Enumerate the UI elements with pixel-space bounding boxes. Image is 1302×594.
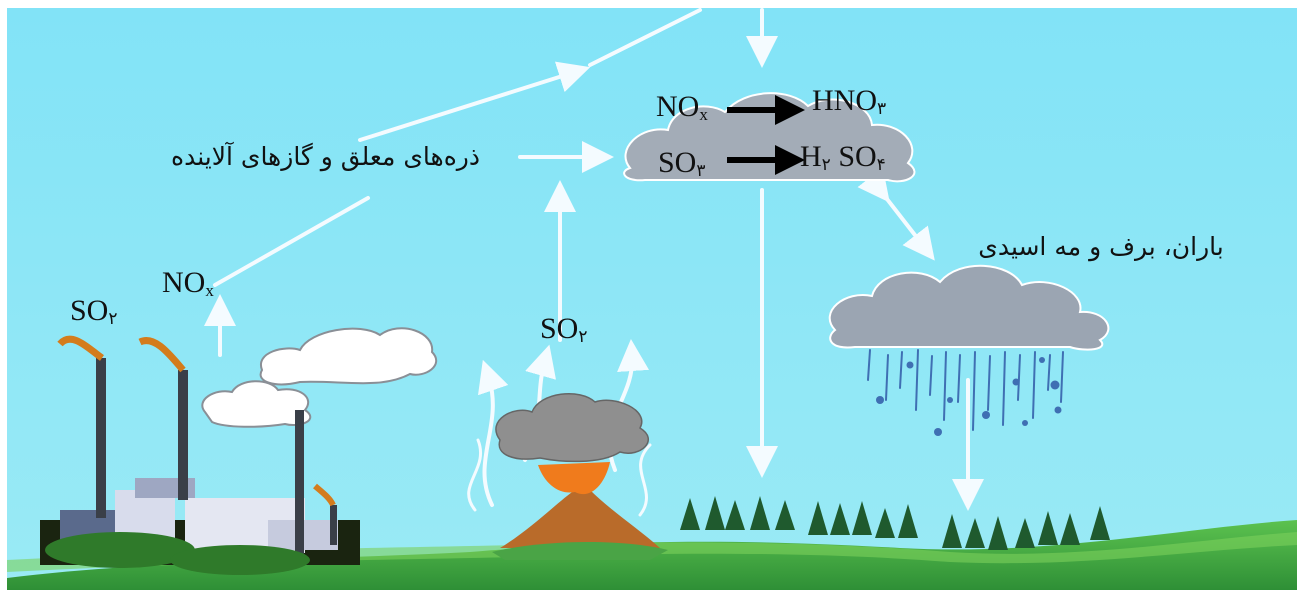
volcano-so2-label: SO۲ [540, 312, 588, 346]
cloud-so3-label: SO۳ [658, 146, 706, 180]
snowflakes [876, 357, 1062, 436]
steam-arrow-left [477, 359, 509, 507]
diagonal-arrow-upper [358, 61, 591, 142]
reaction-arrows [727, 95, 805, 175]
reaction-cloud [623, 92, 916, 183]
acid-precipitation-label: باران، برف و مه اسیدی [978, 232, 1224, 261]
acid-rain [867, 349, 1064, 431]
factory [40, 335, 360, 575]
forest [680, 496, 1110, 550]
pollutants-label: ذره‌های معلق و گازهای آلاینده [171, 142, 480, 171]
factory-so2-label: SO۲ [70, 294, 118, 328]
white-clouds [201, 327, 438, 428]
cloud-nox-label: NOx [656, 90, 708, 124]
cloud-link-arrow [857, 167, 935, 261]
pollutant-arrows [204, 8, 984, 517]
steam-arrow-bottom-right [638, 443, 652, 517]
cloud-h2so4-label: H۲ SO۴ [800, 140, 886, 174]
diagonal-arrow-top [588, 8, 702, 67]
cloud-hno3-label: HNO۳ [812, 84, 887, 118]
rain-cloud [828, 264, 1110, 351]
factory-nox-label: NOx [162, 266, 214, 300]
diagonal-arrow-lower [213, 196, 370, 287]
steam-arrow-bottom-left [467, 438, 482, 512]
volcano [492, 392, 668, 560]
